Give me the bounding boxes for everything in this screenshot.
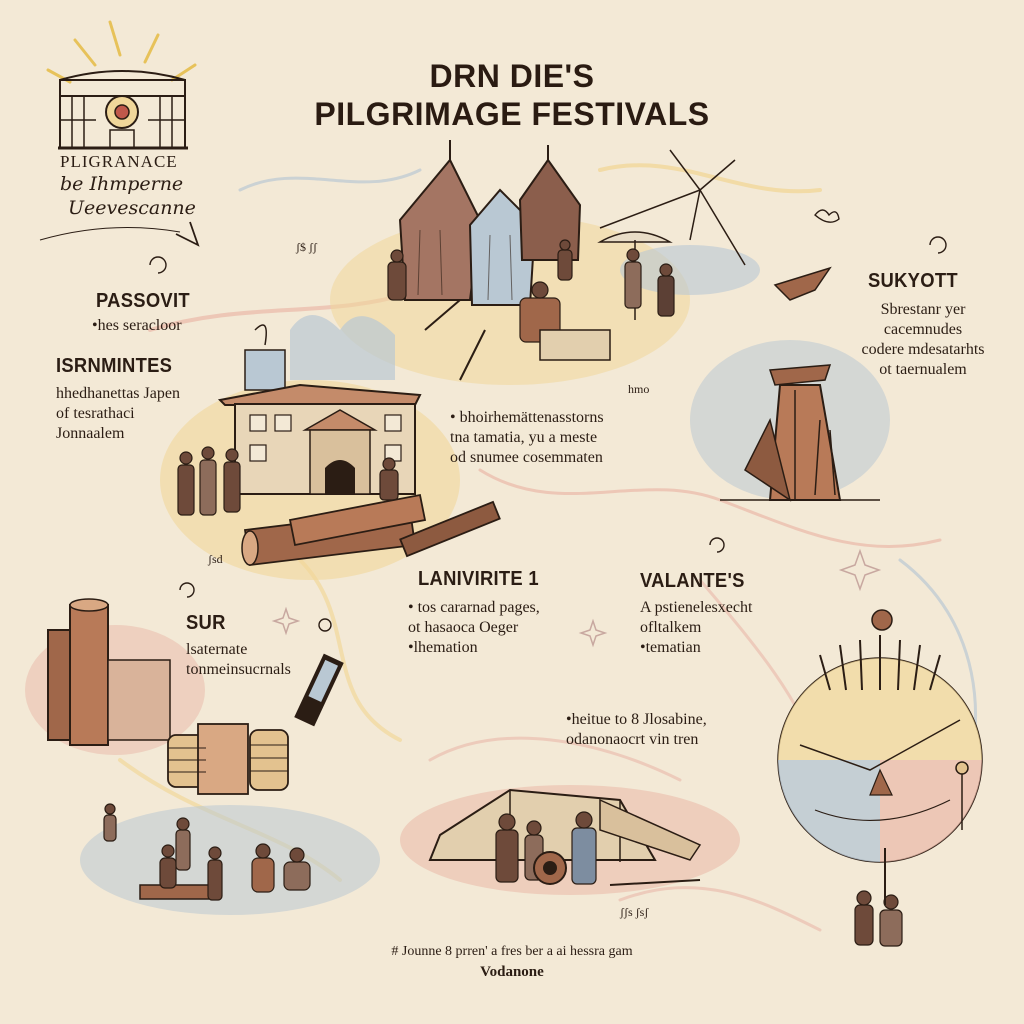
lower-caption-line: odanonaocrt vin tren <box>566 731 699 748</box>
valantes-text: A pstienelesxecht ofltalkem •tematian <box>640 598 752 658</box>
sukkot-text-line: codere mdesatarhts <box>861 341 985 358</box>
lower-caption-line: •heitue to 8 Jlosabine, <box>566 711 707 728</box>
sukkot-text-line: Sbrestanr yer <box>880 301 966 318</box>
tent-camp-illustration <box>330 140 760 385</box>
passover-text: •hes seracloor <box>92 317 182 334</box>
sukkot-text-line: ot taernualem <box>879 361 967 378</box>
tent-gathering-illustration <box>400 785 740 895</box>
footer-line1: # Jounne 8 prren' a fres ber a ai hessra… <box>391 944 633 959</box>
israel-text-line: of tesrathaci <box>56 405 135 422</box>
small-label-left: ʃsd <box>208 552 223 566</box>
valantes-text-line: A pstienelesxecht <box>640 599 753 616</box>
temple-building-illustration <box>160 315 501 580</box>
israel-title: ISRNMINTES <box>56 355 173 377</box>
footer-line2: Vodanone <box>480 964 544 980</box>
center-caption-line: tna tamatia, yu a meste <box>450 429 598 446</box>
circular-plaza-illustration <box>777 609 983 947</box>
lower-caption: •heitue to 8 Jlosabine, odanonaocrt vin … <box>566 710 707 750</box>
sukkot-title: SUKYOTT <box>868 270 958 292</box>
lanivirite-text: • tos cararnad pages, ot hasaoca Oeger •… <box>408 598 540 658</box>
swirl-icons <box>149 209 947 632</box>
small-label-top: ʃ$ ʃʃ <box>296 240 317 254</box>
israel-text: hhedhanettas Japen of tesrathaci Jonnaal… <box>56 384 180 444</box>
passover-title: PASSOVIT <box>96 290 190 312</box>
israel-text-line: hhedhanettas Japen <box>56 385 180 402</box>
sur-title: SUR <box>186 612 226 634</box>
sur-text-line: lsaternate <box>186 641 248 658</box>
lanivirite-text-line: ot hasaoca Oeger <box>408 619 519 636</box>
sur-text-line: tonmeinsucrnals <box>186 661 291 678</box>
logo-caption: PLIGRANACE <box>60 152 178 171</box>
center-small-label: hmo <box>628 382 650 396</box>
logo-script-line2: Ueevescanne <box>68 197 196 219</box>
center-caption-line: • bhoirhemättenasstorns <box>450 409 604 426</box>
valantes-text-line: ofltalkem <box>640 619 702 636</box>
center-caption-line: od snumee cosemmaten <box>450 449 603 466</box>
valantes-text-line: •tematian <box>640 639 701 656</box>
israel-text-line: Jonnaalem <box>56 425 125 442</box>
sukkot-text: Sbrestanr yer cacemnudes codere mdesatar… <box>848 300 998 380</box>
sukkot-text-line: cacemnudes <box>883 321 963 338</box>
center-caption: • bhoirhemättenasstorns tna tamatia, yu … <box>450 408 604 468</box>
sukkot-hut-illustration <box>690 266 890 502</box>
sur-text: lsaternate tonmeinsucrnals <box>186 640 291 680</box>
page-title-line1: DRN DIE'S <box>429 58 595 94</box>
page-title-line2: PILGRIMAGE FESTIVALS <box>314 96 710 132</box>
tower-barrels-illustration <box>25 598 344 795</box>
lanivirite-text-line: •lhemation <box>408 639 478 656</box>
lanivirite-text-line: • tos cararnad pages, <box>408 599 540 616</box>
valantes-title: VALANTE'S <box>640 570 745 592</box>
lanivirite-title: LANIVIRITE 1 <box>418 568 539 590</box>
logo-script-line1: be Ihmperne <box>60 173 184 195</box>
gathering-illustration <box>80 803 380 915</box>
small-label-bottom: ʃʃs ʃsʃ <box>620 905 649 919</box>
logo-emblem <box>39 20 200 247</box>
sparkle-icons <box>271 548 882 648</box>
